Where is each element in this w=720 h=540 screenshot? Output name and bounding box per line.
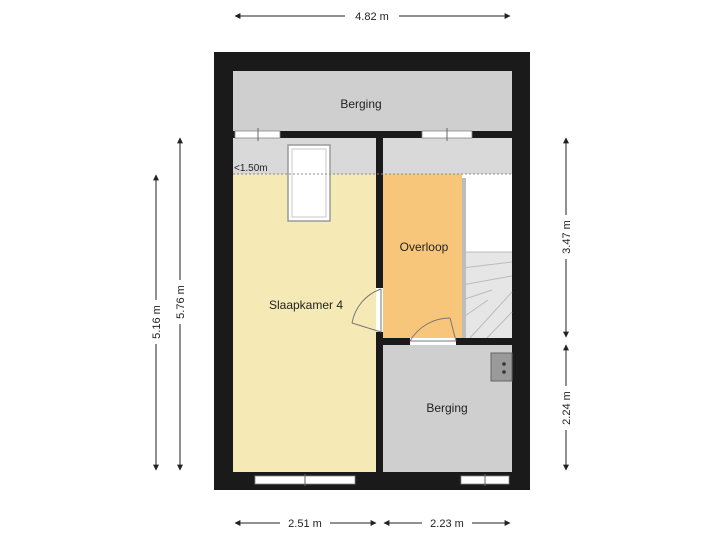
dim-bottom-left: 2.51 m — [288, 518, 322, 530]
height-note: <1.50m — [234, 163, 268, 174]
dim-right-lower: 2.24 m — [561, 391, 573, 425]
dim-left-outer: 5.16 m — [151, 305, 163, 339]
dim-bottom-right: 2.23 m — [430, 518, 464, 530]
stair-lines — [461, 251, 513, 339]
boiler-unit — [490, 352, 513, 382]
wall-top-divider — [233, 131, 512, 138]
stairs-lower — [462, 252, 512, 338]
label-overloop: Overloop — [400, 240, 449, 254]
dim-top-width: 4.82 m — [355, 11, 389, 23]
label-berging-bottom: Berging — [426, 401, 467, 415]
skylight — [287, 144, 331, 222]
overloop-low-zone — [383, 138, 512, 174]
label-berging-top: Berging — [340, 97, 381, 111]
door-opening-bedroom — [376, 288, 383, 332]
stair-rail — [462, 178, 466, 338]
dim-left-inner: 5.76 m — [175, 285, 187, 319]
label-slaapkamer: Slaapkamer 4 — [269, 298, 343, 312]
dim-right-upper: 3.47 m — [561, 220, 573, 254]
door-swing-storage — [409, 317, 451, 342]
door-swing-bedroom — [351, 288, 382, 324]
room-berging-top — [233, 71, 512, 131]
